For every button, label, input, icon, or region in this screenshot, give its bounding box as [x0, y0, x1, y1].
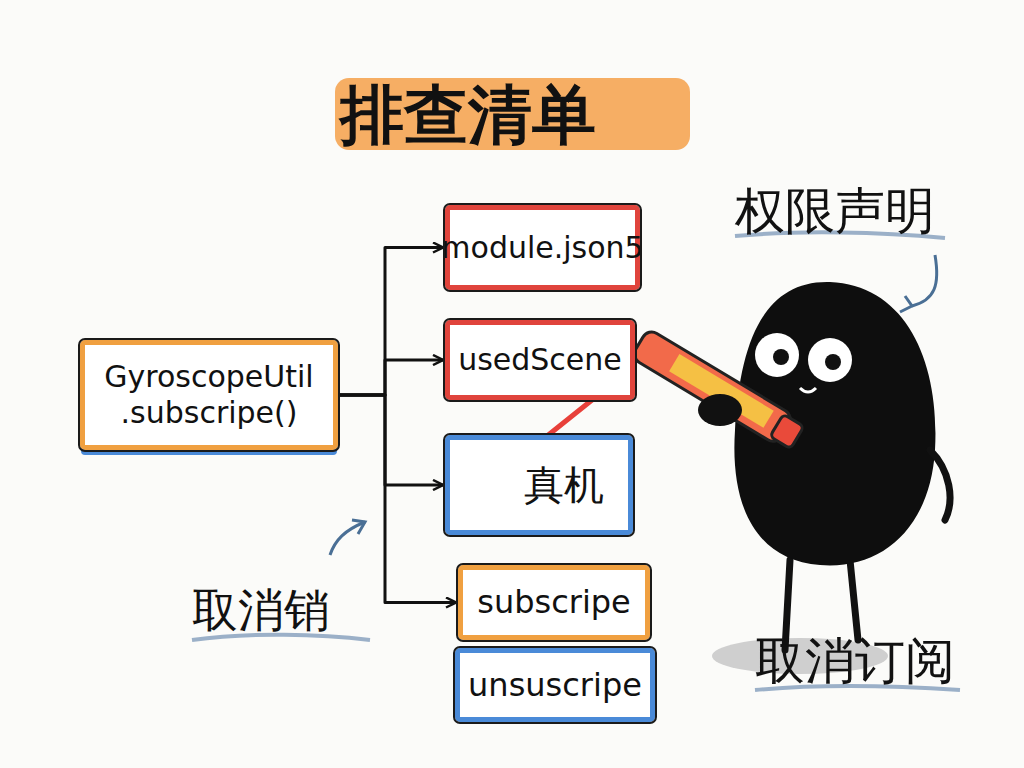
marker [631, 328, 806, 452]
callout-arrow [330, 522, 365, 555]
node-text: 真机 [524, 461, 604, 509]
callout-arrowhead [900, 296, 912, 312]
check-box: 真机 [445, 435, 633, 535]
note-label: 权限声明 [735, 178, 935, 245]
note-label: 取消销 [192, 580, 330, 642]
hand [698, 394, 742, 426]
node-text: usedScene [458, 342, 622, 378]
branch-arrow [338, 395, 456, 603]
check-box: unsuscripe [455, 648, 655, 722]
node-text: module.json5 [441, 230, 643, 266]
title: 排查清单 [340, 72, 596, 159]
node-text: unsuscripe [468, 666, 642, 704]
arm [930, 450, 950, 520]
api-box: GyroscopeUtil .subscripe() [80, 340, 338, 450]
branch-arrow [338, 248, 443, 396]
check-box: module.json5 [445, 205, 640, 290]
branch-arrow [338, 395, 443, 485]
eye [755, 333, 799, 377]
note-label: 取消订阅 [755, 628, 955, 695]
check-box: subscripe [458, 565, 650, 640]
branch-arrow [338, 360, 443, 395]
eye [808, 338, 852, 382]
pupil [773, 349, 789, 365]
check-box: usedScene [445, 320, 635, 400]
smile [800, 388, 816, 392]
pupil [825, 354, 841, 370]
callout-arrowhead [352, 520, 365, 534]
node-text: GyroscopeUtil .subscripe() [85, 359, 333, 431]
callout-arrow [912, 255, 937, 306]
node-text: subscripe [477, 583, 631, 621]
